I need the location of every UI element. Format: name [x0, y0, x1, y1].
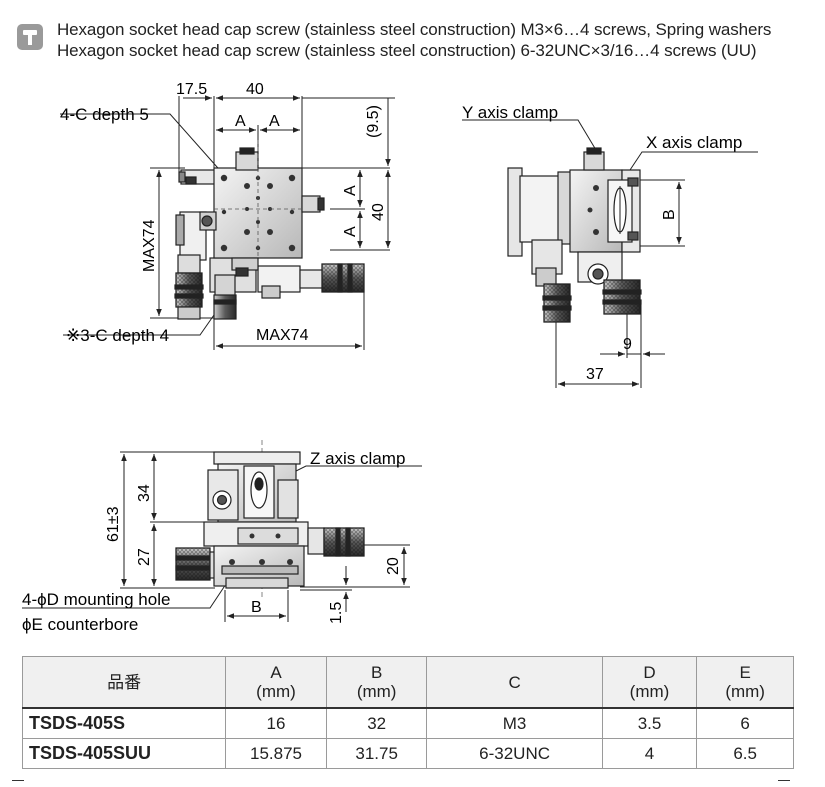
spec-table: 品番 A(mm) B(mm) C D(mm) E(mm) TSDS-405S 1…: [21, 656, 794, 769]
table-row: TSDS-405S 16 32 M3 3.5 6: [21, 707, 794, 739]
header-b: B(mm): [325, 656, 428, 709]
top-view-stage: [174, 140, 365, 320]
header-d: D(mm): [601, 656, 698, 709]
row-c: 6-32UNC: [426, 738, 603, 769]
dim-40-right: 40: [370, 203, 387, 221]
dim-a-right-1: A: [342, 185, 359, 196]
dim-9-5: (9.5): [365, 105, 382, 138]
row-a: 15.875: [225, 738, 327, 769]
front-view-stage: [175, 451, 365, 589]
dim-40-top: 40: [246, 81, 264, 98]
dim-max74-vertical: MAX74: [141, 219, 158, 272]
header-c: C: [426, 656, 603, 709]
table-row: TSDS-405SUU 15.875 31.75 6-32UNC 4 6.5: [21, 738, 794, 769]
mount-hole-label: 4-ϕD mounting hole: [22, 590, 170, 609]
row-c: M3: [426, 707, 603, 739]
technical-drawing: 17.5 40 A A (9.5) A A 40 MAX74 MAX74 4-C…: [22, 81, 758, 634]
page-mark-left: [12, 780, 24, 781]
row-e: 6.5: [696, 738, 794, 769]
row-b: 31.75: [325, 738, 428, 769]
dim-9: 9: [623, 336, 632, 353]
header-a: A(mm): [225, 656, 327, 709]
header: Hexagon socket head cap screw (stainless…: [14, 20, 814, 64]
header-line-1: Hexagon socket head cap screw (stainless…: [57, 20, 772, 39]
dim-a-2: A: [269, 113, 280, 130]
dim-b-bottom: B: [251, 599, 262, 616]
z-clamp-label: Z axis clamp: [310, 449, 405, 468]
header-line-2: Hexagon socket head cap screw (stainless…: [57, 41, 757, 60]
dim-max74-horizontal: MAX74: [256, 327, 309, 344]
row-e: 6: [696, 707, 794, 739]
dim-20: 20: [385, 557, 402, 575]
header-part: 品番: [21, 656, 227, 709]
row-b: 32: [325, 707, 428, 739]
row-model: TSDS-405S: [21, 707, 227, 739]
page-mark-right: [778, 780, 790, 781]
row-d: 4: [601, 738, 698, 769]
row-model: TSDS-405SUU: [21, 738, 227, 769]
row-a: 16: [225, 707, 327, 739]
header-e: E(mm): [696, 656, 794, 709]
table-header-row: 品番 A(mm) B(mm) C D(mm) E(mm): [21, 656, 794, 709]
dim-37: 37: [586, 366, 604, 383]
dim-a-1: A: [235, 113, 246, 130]
side-view-stage: [507, 147, 642, 323]
y-clamp-label: Y axis clamp: [462, 103, 558, 122]
dim-b-side: B: [661, 209, 678, 220]
dim-34: 34: [136, 484, 153, 502]
dim-61: 61±3: [105, 506, 122, 542]
row-d: 3.5: [601, 707, 698, 739]
counterbore-label: ϕE counterbore: [22, 615, 138, 634]
dim-17-5: 17.5: [176, 81, 207, 98]
dim-27: 27: [136, 548, 153, 566]
x-clamp-label: X axis clamp: [646, 133, 742, 152]
screw-icon: [17, 24, 43, 50]
c-depth-label: 4-C depth 5: [60, 105, 149, 124]
c3-depth-label: ※3-C depth 4: [66, 326, 169, 345]
dim-a-right-2: A: [342, 226, 359, 237]
dim-1-5: 1.5: [328, 602, 345, 624]
